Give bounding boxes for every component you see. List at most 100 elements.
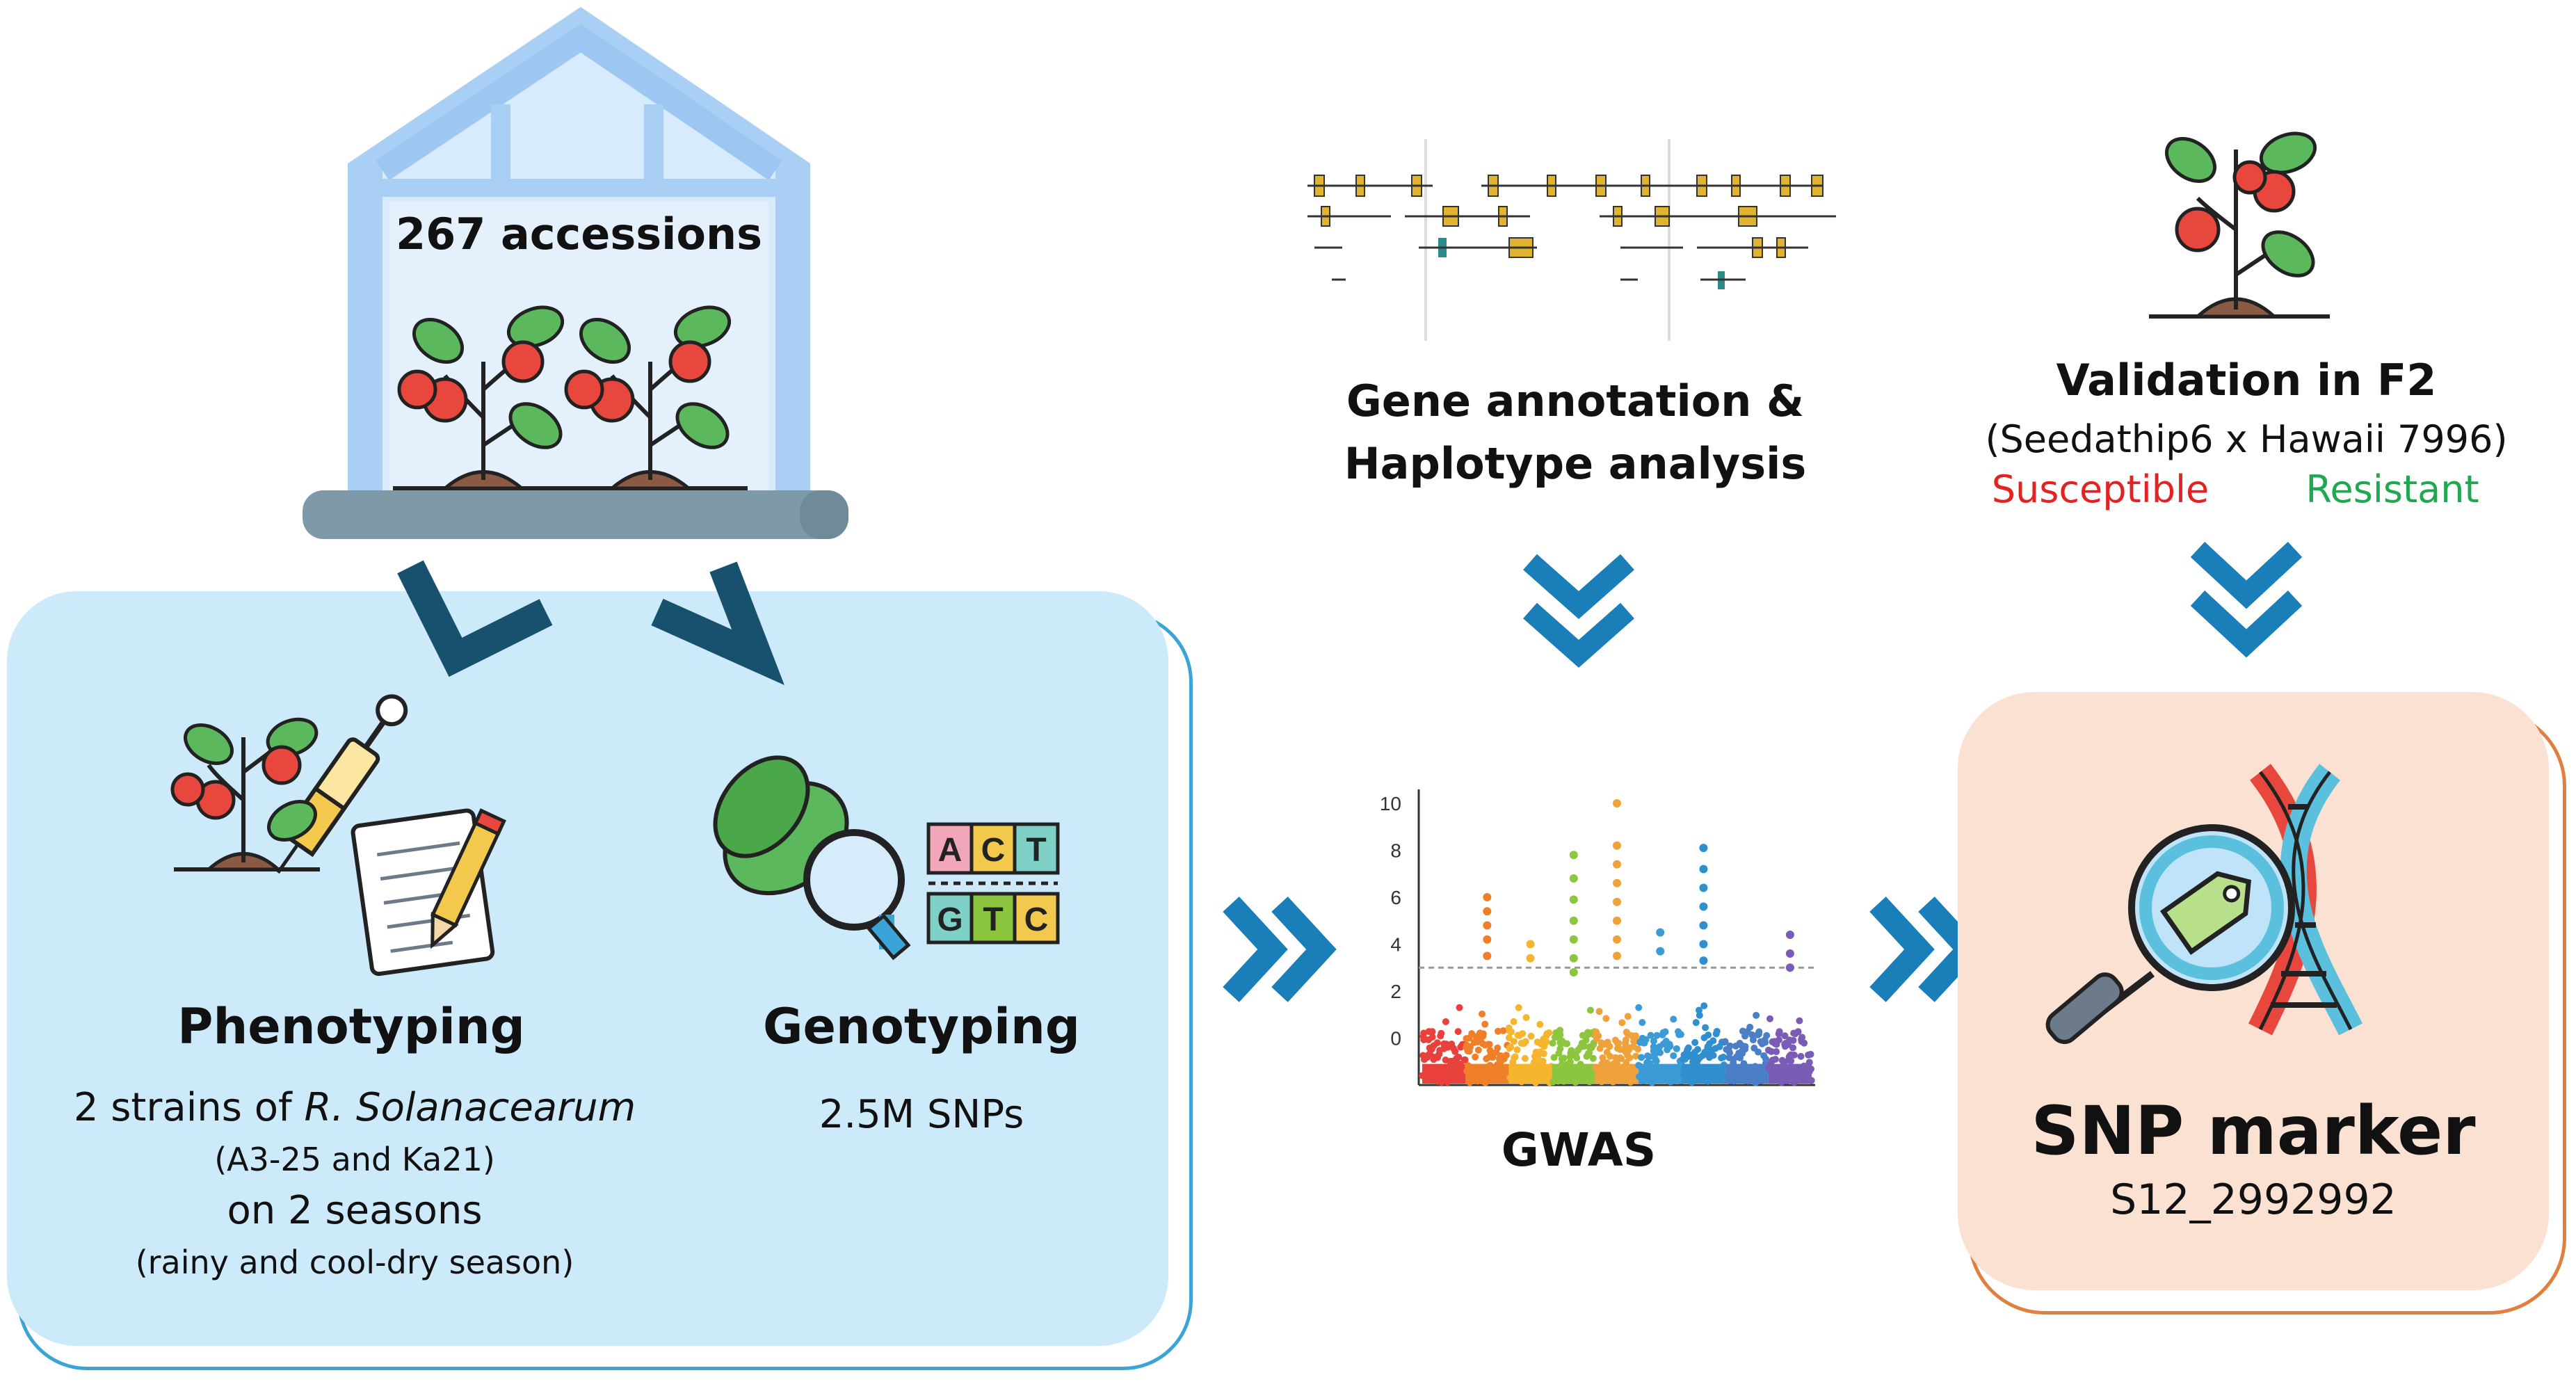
- gwas-point: [1599, 1054, 1607, 1061]
- gwas-point: [1776, 1028, 1783, 1036]
- validation-susceptible: Susceptible: [1991, 467, 2209, 511]
- gwas-point: [1789, 1044, 1797, 1052]
- gwas-peak-point: [1526, 954, 1535, 963]
- gwas-point: [1689, 1053, 1697, 1061]
- gwas-point: [1786, 1036, 1794, 1044]
- gwas-peak-point: [1699, 883, 1708, 892]
- gene-annotation-title-line1: Gene annotation &: [1346, 376, 1805, 426]
- gwas-point: [1558, 1055, 1565, 1063]
- gwas-point: [1449, 1045, 1457, 1052]
- gwas-point: [1632, 1052, 1640, 1060]
- gwas-point: [1732, 1053, 1740, 1061]
- gwas-point: [1670, 1052, 1677, 1059]
- gwas-point: [1639, 1034, 1646, 1042]
- gwas-point: [1419, 1052, 1427, 1059]
- gwas-point: [1470, 1038, 1478, 1046]
- gwas-y-tick-label: 6: [1390, 887, 1401, 908]
- gwas-point: [1689, 1059, 1697, 1066]
- gwas-point: [1460, 1056, 1468, 1063]
- gwas-peak-point: [1699, 844, 1708, 853]
- gwas-point: [1618, 1019, 1626, 1027]
- gwas-point: [1543, 1030, 1551, 1038]
- gwas-point: [1510, 1018, 1518, 1025]
- gwas-point: [1758, 1040, 1766, 1047]
- gwas-point: [1549, 1039, 1556, 1047]
- gwas-point: [1659, 1029, 1667, 1036]
- gwas-point: [1634, 1045, 1642, 1053]
- gwas-point: [1556, 1045, 1564, 1052]
- gwas-point: [1769, 1056, 1776, 1064]
- gwas-peak-point: [1785, 963, 1794, 972]
- gwas-point: [1597, 1039, 1605, 1047]
- gwas-point: [1592, 1031, 1600, 1038]
- gwas-peak-point: [1569, 935, 1578, 944]
- gwas-point: [1457, 1043, 1465, 1051]
- gwas-point: [1465, 1043, 1473, 1050]
- gwas-point: [1584, 1050, 1592, 1057]
- gwas-label: GWAS: [1501, 1123, 1657, 1177]
- gwas-peak-point: [1699, 940, 1708, 949]
- gwas-point: [1514, 1031, 1522, 1039]
- gwas-point: [1522, 1014, 1530, 1022]
- gwas-point: [1706, 1040, 1714, 1047]
- phenotyping-seasons: on 2 seasons: [227, 1188, 483, 1233]
- gwas-point: [1767, 1047, 1775, 1055]
- validation-title: Validation in F2: [2056, 355, 2437, 405]
- gwas-point: [1603, 1048, 1611, 1056]
- gwas-chromosome-band: [1725, 1063, 1769, 1084]
- gwas-point: [1589, 1054, 1597, 1062]
- gwas-point: [1573, 1054, 1581, 1062]
- gene-annotation-title-line2: Haplotype analysis: [1344, 438, 1807, 489]
- gwas-point: [1645, 1053, 1653, 1061]
- gwas-point: [1518, 1039, 1525, 1047]
- gwas-point: [1427, 1044, 1435, 1052]
- gwas-point: [1499, 1027, 1507, 1034]
- gwas-point: [1420, 1029, 1428, 1037]
- gwas-point: [1786, 1052, 1794, 1059]
- gwas-point: [1622, 1036, 1629, 1044]
- gwas-point: [1494, 1044, 1502, 1052]
- gwas-peak-point: [1569, 954, 1578, 963]
- gwas-point: [1566, 1053, 1574, 1061]
- phenotyping-strain-names: (A3-25 and Ka21): [214, 1141, 495, 1178]
- gwas-point: [1550, 1054, 1558, 1061]
- gwas-point: [1513, 1046, 1521, 1054]
- gwas-peak-point: [1699, 956, 1708, 965]
- gwas-point: [1479, 1010, 1486, 1018]
- gwas-peak-point: [1613, 897, 1621, 906]
- gwas-peak-point: [1699, 902, 1708, 911]
- gwas-point: [1755, 1028, 1763, 1036]
- gwas-point: [1684, 1045, 1691, 1053]
- gwas-point: [1440, 1040, 1448, 1047]
- gwas-point: [1650, 1037, 1657, 1045]
- gwas-point: [1738, 1042, 1746, 1050]
- gwas-peak-point: [1569, 895, 1578, 904]
- gwas-point: [1696, 1006, 1703, 1014]
- gwas-y-tick-label: 2: [1390, 981, 1401, 1002]
- gwas-chromosome-band: [1552, 1063, 1595, 1084]
- gwas-peak-point: [1483, 921, 1492, 930]
- gwas-point: [1781, 1040, 1789, 1048]
- gwas-point: [1692, 1019, 1700, 1027]
- gwas-point: [1732, 1042, 1739, 1050]
- gwas-point: [1701, 1049, 1709, 1056]
- gwas-point: [1650, 1054, 1658, 1061]
- gwas-point: [1536, 1048, 1544, 1056]
- gwas-y-tick-label: 4: [1390, 934, 1401, 956]
- gwas-point: [1511, 1054, 1518, 1061]
- gwas-chromosome-band: [1422, 1063, 1466, 1084]
- dna-letter-g: G: [937, 901, 963, 938]
- genotyping-title: Genotyping: [763, 998, 1080, 1055]
- gwas-y-tick-label: 0: [1390, 1028, 1401, 1050]
- gwas-point: [1638, 1054, 1645, 1061]
- phenotyping-strains: 2 strains of R. Solanacearum: [21, 1085, 689, 1130]
- gwas-point: [1653, 1031, 1661, 1039]
- gwas-peak-point: [1483, 907, 1492, 916]
- gwas-point: [1664, 1043, 1672, 1051]
